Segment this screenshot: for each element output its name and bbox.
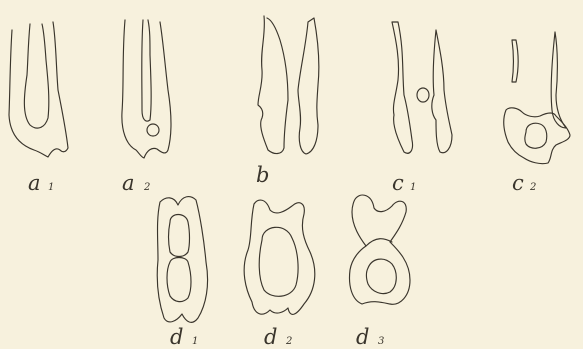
figure-a1 (9, 22, 68, 157)
figure-b (258, 16, 319, 154)
figure-d3-outline (350, 195, 411, 304)
figure-c1-right-half (432, 30, 452, 153)
figure-d2-cavity (259, 227, 298, 296)
label-d1-letter: d (170, 325, 183, 349)
label-a1-index: 1 (48, 182, 54, 193)
figure-b-right-half (298, 18, 319, 154)
figure-d3 (350, 195, 411, 304)
label-d2: d 2 (264, 325, 292, 349)
label-d1: d 1 (170, 325, 198, 349)
label-c2: c 2 (512, 171, 536, 195)
label-d2-letter: d (264, 325, 277, 349)
figure-a2 (122, 20, 171, 158)
label-a2-index: 2 (143, 182, 150, 193)
label-d3-letter: d (356, 325, 369, 349)
label-a1-letter: a (28, 171, 41, 195)
label-a2: a 2 (122, 171, 150, 195)
label-d1-index: 1 (192, 336, 198, 347)
label-d3: d 3 (356, 325, 384, 349)
label-a1: a 1 (28, 171, 54, 195)
label-a2-letter: a (122, 171, 135, 195)
figure-d2 (244, 200, 315, 314)
label-d3-index: 3 (378, 336, 384, 347)
label-c1: c 1 (392, 171, 416, 195)
label-d2-index: 2 (285, 336, 292, 347)
figure-c2-upper-fragment (512, 40, 518, 82)
figure-c2 (504, 32, 570, 164)
label-c1-index: 1 (410, 182, 416, 193)
figure-a1-outline (9, 22, 68, 157)
figure-d3-inner-loop (367, 259, 397, 294)
label-c2-letter: c (512, 171, 524, 195)
figure-d1 (157, 197, 207, 323)
figure-d2-outline (244, 200, 315, 314)
label-b: b (256, 163, 269, 187)
figure-c1-ring (417, 88, 429, 102)
figure-d3-crossing-line (366, 239, 392, 246)
figure-d1-inner-upper (169, 215, 190, 257)
label-b-letter: b (256, 163, 269, 187)
figure-b-left-half (258, 16, 288, 154)
figure-a2-ring (147, 124, 159, 136)
figure-c1 (392, 22, 452, 153)
figure-d1-inner-lower (167, 258, 191, 302)
label-c1-letter: c (392, 171, 404, 195)
label-c2-index: 2 (529, 182, 536, 193)
figure-c1-left-half (392, 22, 413, 153)
figure-a2-outline (122, 20, 171, 158)
